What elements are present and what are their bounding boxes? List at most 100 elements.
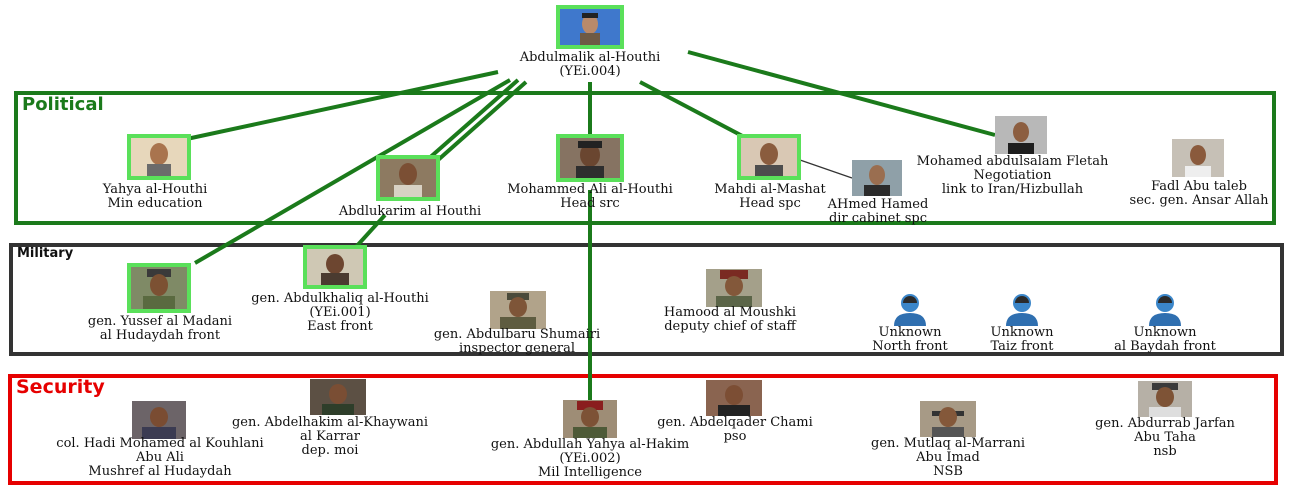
label-line: Mahdi al-Mashat: [714, 182, 826, 197]
label-line: gen. Abdulbaru Shumairi: [433, 327, 601, 342]
mohammed-ali-photo: [556, 134, 624, 182]
chami-photo: [706, 380, 762, 416]
mahdi-photo: [737, 134, 801, 180]
label-line: gen. Abdelhakim al-Khaywani: [231, 415, 429, 430]
abdulkhaliq-photo: [303, 245, 367, 289]
label-line: deputy chief of staff: [664, 319, 796, 334]
abdlukarim-label: Abdlukarim al Houthi: [320, 205, 500, 219]
label-line: dep. moi: [301, 443, 359, 458]
label-line: Taiz front: [990, 339, 1054, 354]
chami-label: gen. Abdelqader Chami pso: [630, 416, 840, 444]
link-mahdi-ahmed: [799, 159, 853, 179]
label-line: North front: [872, 339, 948, 354]
label-line: Unknown: [1133, 325, 1197, 340]
political-section: [14, 91, 1276, 225]
label-line: Abu Taha: [1134, 430, 1196, 445]
label-line: (YEi.001): [309, 305, 371, 320]
mohammed-ali-label: Mohammed Ali al-Houthi Head src: [480, 183, 700, 211]
shumairi-photo: [490, 291, 546, 329]
label-line: Abdulmalik al-Houthi: [519, 50, 661, 65]
label-line: (YEi.004): [559, 64, 621, 79]
label-line: Head spc: [739, 196, 801, 211]
khaywani-photo: [310, 379, 366, 415]
label-line: gen. Yussef al Madani: [87, 314, 233, 329]
marrani-label: gen. Mutlaq al-Marrani Abu Imad NSB: [850, 437, 1046, 479]
military-section: [9, 243, 1284, 356]
moushki-label: Hamood al Moushki deputy chief of staff: [630, 306, 830, 334]
label-line: gen. Abdelqader Chami: [657, 415, 813, 430]
label-line: dir cabinet spc: [828, 211, 928, 226]
taiz-user-icon: [1002, 292, 1042, 326]
label-line: Unknown: [990, 325, 1054, 340]
label-line: inspector general: [458, 341, 576, 356]
link-top-yussef: [193, 78, 512, 265]
political-section-title: Political: [22, 94, 104, 115]
label-line: Mushref al Hudaydah: [88, 464, 232, 479]
ahmed-label: AHmed Hamed dir cabinet spc: [808, 198, 948, 226]
abdulkhaliq-label: gen. Abdulkhaliq al-Houthi (YEi.001) Eas…: [225, 292, 455, 334]
label-line: nsb: [1153, 444, 1177, 459]
ahmed-photo: [852, 160, 902, 196]
label-line: sec. gen. Ansar Allah: [1129, 193, 1269, 208]
label-line: East front: [307, 319, 373, 334]
yahya-label: Yahya al-Houthi Min education: [70, 183, 240, 211]
link-top-fletah: [687, 50, 996, 137]
label-line: Mohammed Ali al-Houthi: [507, 182, 673, 197]
label-line: Fadl Abu taleb: [1151, 179, 1247, 194]
label-line: gen. Mutlaq al-Marrani: [871, 436, 1025, 451]
hakim-photo: [563, 400, 617, 438]
label-line: (YEi.002): [559, 451, 621, 466]
label-line: gen. Abdulkhaliq al-Houthi: [251, 291, 429, 306]
security-section: [8, 374, 1278, 485]
fadl-photo: [1172, 139, 1224, 177]
baydah-user-icon: [1145, 292, 1185, 326]
label-line: Min education: [107, 196, 203, 211]
label-line: Yahya al-Houthi: [102, 182, 208, 197]
hakim-label: gen. Abdullah Yahya al-Hakim (YEi.002) M…: [465, 438, 715, 480]
link-top-mahdi: [639, 80, 751, 142]
label-line: NSB: [933, 464, 963, 479]
fadl-label: Fadl Abu taleb sec. gen. Ansar Allah: [1113, 180, 1285, 208]
mahdi-label: Mahdi al-Mashat Head spc: [690, 183, 850, 211]
north-label: Unknown North front: [850, 326, 970, 354]
top-photo: [556, 5, 624, 49]
security-section-title: Security: [16, 376, 105, 398]
link-abdlukarim-abdulkhaliq: [353, 213, 387, 250]
abdlukarim-photo: [376, 155, 440, 201]
label-line: col. Hadi Mohamed al Kouhlani: [56, 436, 264, 451]
label-line: Unknown: [878, 325, 942, 340]
label-line: Negotiation: [973, 168, 1052, 183]
taiz-label: Unknown Taiz front: [962, 326, 1082, 354]
label-line: Head src: [560, 196, 620, 211]
yahya-photo: [127, 134, 191, 180]
label-line: Mohamed abdulsalam Fletah: [916, 154, 1109, 169]
north-user-icon: [890, 292, 930, 326]
label-line: Abdlukarim al Houthi: [338, 204, 482, 219]
fletah-label: Mohamed abdulsalam Fletah Negotiation li…: [905, 155, 1120, 197]
marrani-photo: [920, 401, 976, 437]
moushki-photo: [706, 269, 762, 307]
khaywani-label: gen. Abdelhakim al-Khaywani al Karrar de…: [215, 416, 445, 458]
label-line: pso: [723, 429, 747, 444]
label-line: gen. Abdullah Yahya al-Hakim: [490, 437, 690, 452]
label-line: gen. Abdurrab Jarfan: [1095, 416, 1235, 431]
jarfan-label: gen. Abdurrab Jarfan Abu Taha nsb: [1075, 417, 1255, 459]
label-line: Mil Intelligence: [537, 465, 643, 480]
fletah-photo: [995, 116, 1047, 154]
yussef-label: gen. Yussef al Madani al Hudaydah front: [60, 315, 260, 343]
kouhlani-label: col. Hadi Mohamed al Kouhlani Abu Ali Mu…: [55, 437, 265, 479]
label-line: al Baydah front: [1114, 339, 1216, 354]
label-line: al Hudaydah front: [99, 328, 221, 343]
label-line: al Karrar: [300, 429, 360, 444]
shumairi-label: gen. Abdulbaru Shumairi inspector genera…: [412, 328, 622, 356]
military-section-title: Military: [17, 246, 74, 261]
label-line: AHmed Hamed: [827, 197, 929, 212]
label-line: link to Iran/Hizbullah: [941, 182, 1084, 197]
kouhlani-photo: [132, 401, 186, 439]
yussef-photo: [127, 263, 191, 313]
jarfan-photo: [1138, 381, 1192, 417]
link-top-yahya: [181, 70, 499, 142]
top-label: Abdulmalik al-Houthi (YEi.004): [490, 51, 690, 79]
baydah-label: Unknown al Baydah front: [1095, 326, 1235, 354]
